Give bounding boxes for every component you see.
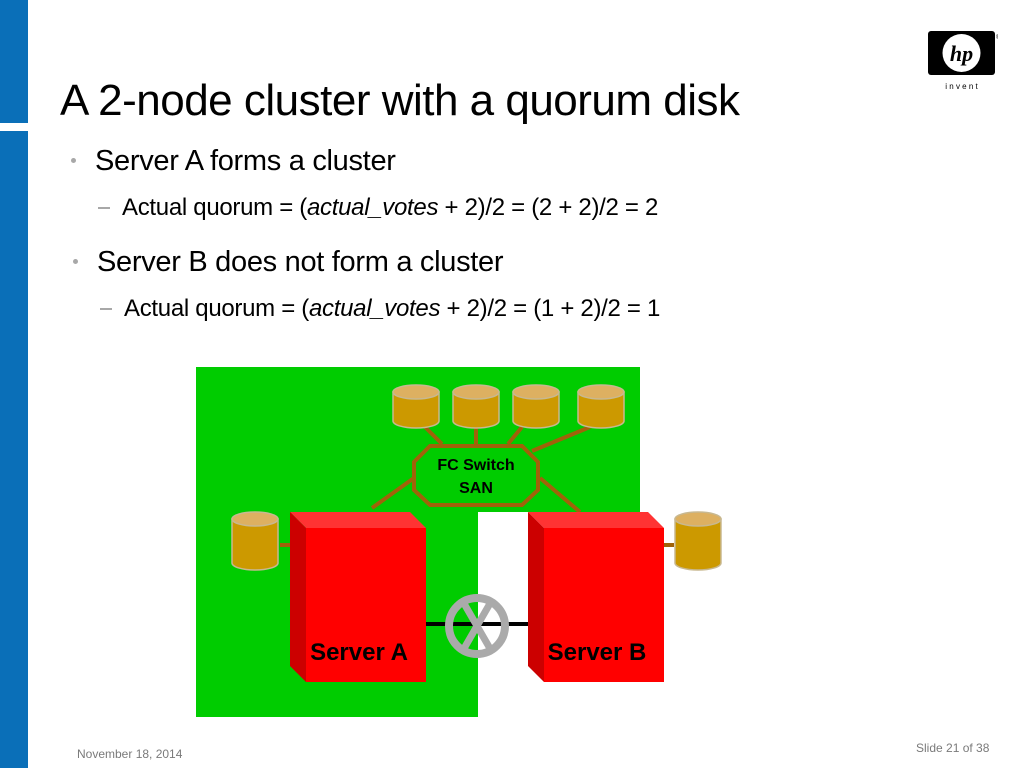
server-b-label: Server B: [548, 639, 647, 666]
logo-tagline: i n v e n t: [945, 82, 978, 91]
shared-disk-3-icon: [512, 384, 560, 429]
server-a: Server A: [290, 512, 426, 682]
shared-disk-4-icon: [577, 384, 625, 429]
sub-bullet-dash-icon: [98, 207, 110, 209]
sub-bullet-1-variable: actual_votes: [307, 194, 439, 221]
sub-bullet-1: Actual quorum = (actual_votes + 2)/2 = (…: [98, 194, 659, 222]
server-a-label: Server A: [310, 639, 408, 666]
sub-bullet-2: Actual quorum = (actual_votes + 2)/2 = (…: [100, 295, 661, 323]
san-links: [280, 425, 674, 547]
hp-logo: hp ® i n v e n t: [928, 31, 998, 91]
bullet-dot-icon: [73, 259, 78, 264]
slide-title: A 2-node cluster with a quorum disk: [60, 76, 740, 125]
broken-link-icon: [445, 594, 509, 658]
bullet-1-text: Server A forms a cluster: [95, 145, 396, 177]
logo-registered: ®: [996, 34, 998, 41]
local-disk-server-a-icon: [231, 511, 279, 571]
bullet-1: Server A forms a cluster: [71, 145, 396, 178]
bullet-2-text: Server B does not form a cluster: [97, 246, 504, 278]
switch-label-line1: FC Switch: [437, 457, 514, 474]
switch-label-line2: SAN: [459, 480, 493, 497]
sub-bullet-2-suffix: + 2)/2 = (1 + 2)/2 = 1: [440, 295, 661, 322]
local-disk-server-b-icon: [674, 511, 722, 571]
footer-date: November 18, 2014: [77, 747, 183, 761]
sub-bullet-dash-icon: [100, 308, 112, 310]
sidebar-accent-top: [0, 0, 28, 123]
shared-disk-1-icon: [392, 384, 440, 429]
logo-brand: hp: [950, 41, 973, 66]
sub-bullet-1-prefix: Actual quorum = (: [122, 194, 307, 221]
server-b: Server B: [528, 512, 664, 682]
sub-bullet-2-variable: actual_votes: [309, 295, 441, 322]
sub-bullet-2-prefix: Actual quorum = (: [124, 295, 309, 322]
sub-bullet-1-suffix: + 2)/2 = (2 + 2)/2 = 2: [438, 194, 659, 221]
shared-disk-2-icon: [452, 384, 500, 429]
bullet-dot-icon: [71, 158, 76, 163]
bullet-2: Server B does not form a cluster: [73, 246, 504, 279]
footer-slide-number: Slide 21 of 38: [916, 741, 990, 755]
sidebar-accent-bottom: [0, 131, 28, 768]
fc-switch-san: [412, 444, 540, 507]
